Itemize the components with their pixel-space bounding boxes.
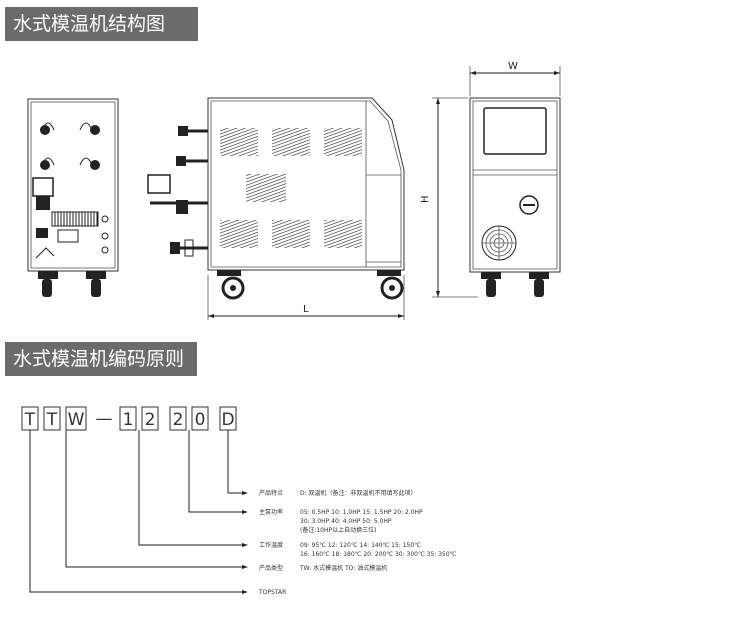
code-box-3: W	[68, 410, 85, 430]
caster-icon	[486, 279, 496, 297]
code-box-4: 1	[123, 410, 134, 430]
code-box-6: 2	[173, 410, 184, 430]
length-label: L	[303, 304, 309, 315]
front-view: W H	[420, 61, 561, 298]
side-view: L	[147, 97, 405, 320]
height-label: H	[420, 195, 431, 203]
type-label: 产品类型	[259, 564, 283, 572]
caster-icon	[534, 279, 544, 297]
code-box-8: D	[221, 410, 234, 430]
rear-view	[27, 98, 119, 297]
temp-line-2: 16: 160℃ 18: 180℃ 20: 200℃ 30: 300℃ 35: …	[300, 551, 457, 558]
feature-desc: D: 双温机（备注：非双温机不用填写此项）	[300, 489, 417, 497]
code-box-7: 0	[195, 410, 206, 430]
coding-heading: 水式模温机编码原则	[5, 342, 197, 376]
temp-line-1: 09: 95℃ 12: 120℃ 14: 140℃ 15: 150℃	[300, 542, 421, 549]
caster-icon	[42, 279, 52, 297]
feature-label: 产品特点	[259, 489, 283, 497]
code-box-5: 2	[145, 410, 156, 430]
solenoid-valve-icon	[147, 174, 171, 194]
power-line-3: (备注:10HP以上自动换三位)	[300, 526, 376, 534]
brand-label: TOPSTAR	[258, 589, 286, 596]
type-desc: TW: 水式模温机 TO: 油式模温机	[299, 564, 387, 572]
hose-fitting-icon	[40, 125, 50, 135]
code-leader-lines	[29, 430, 248, 594]
temp-label: 工作温度	[259, 541, 283, 549]
solenoid-valve-icon	[32, 177, 54, 197]
power-label: 主泵功率	[259, 508, 283, 516]
control-panel-screen	[483, 107, 547, 155]
caster-icon	[91, 279, 101, 297]
code-boxes: T T W — 1 2 2 0 D	[21, 406, 237, 431]
code-box-2: T	[46, 410, 58, 430]
vent-grille	[220, 128, 258, 156]
code-legend: 产品特点 D: 双温机（备注：非双温机不用填写此项） 主泵功率 05: 0.5H…	[258, 489, 457, 596]
code-dash: —	[96, 409, 113, 429]
power-line-2: 30: 3.0HP 40: 4.0HP 50: 5.0HP	[300, 518, 392, 525]
heater-coil-icon	[51, 211, 99, 227]
power-line-1: 05: 0.5HP 10: 1.0HP 15: 1.5HP 20: 2.0HP	[300, 509, 423, 516]
structure-heading: 水式模温机结构图	[5, 7, 198, 41]
code-box-1: T	[24, 410, 36, 430]
width-label: W	[508, 61, 518, 72]
